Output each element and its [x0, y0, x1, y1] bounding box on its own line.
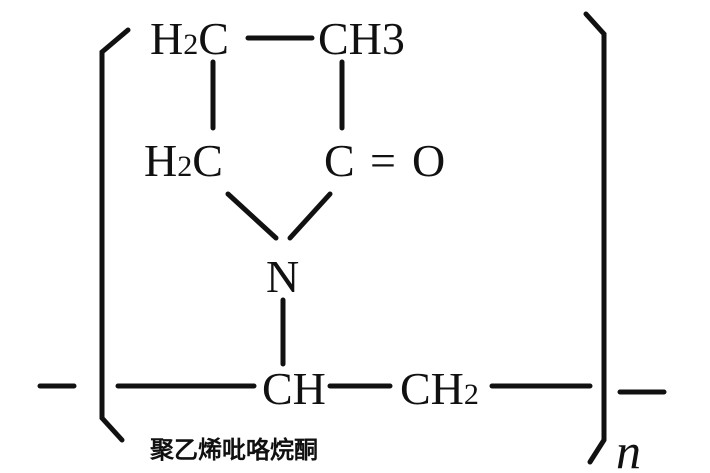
atom-carbonyl-c: C [324, 135, 355, 186]
atom-ch: CH [262, 363, 326, 414]
atom-h2c-left: H2C [144, 135, 223, 186]
atom-ch2: CH2 [400, 363, 479, 414]
atom-ch3: CH3 [318, 13, 405, 64]
atom-nitrogen: N [266, 251, 299, 302]
atom-h2c-top: H2C [150, 13, 229, 64]
bond-h2c-left-to-n [225, 191, 279, 241]
repeat-unit-n: n [616, 423, 641, 473]
right-bracket [583, 11, 607, 465]
atom-oxygen: O [412, 135, 445, 186]
left-bracket [99, 27, 131, 443]
bond-carbonyl-to-n [287, 191, 333, 241]
compound-name-caption: 聚乙烯吡咯烷酮 [149, 436, 318, 464]
double-bond-symbol: = [370, 135, 396, 186]
